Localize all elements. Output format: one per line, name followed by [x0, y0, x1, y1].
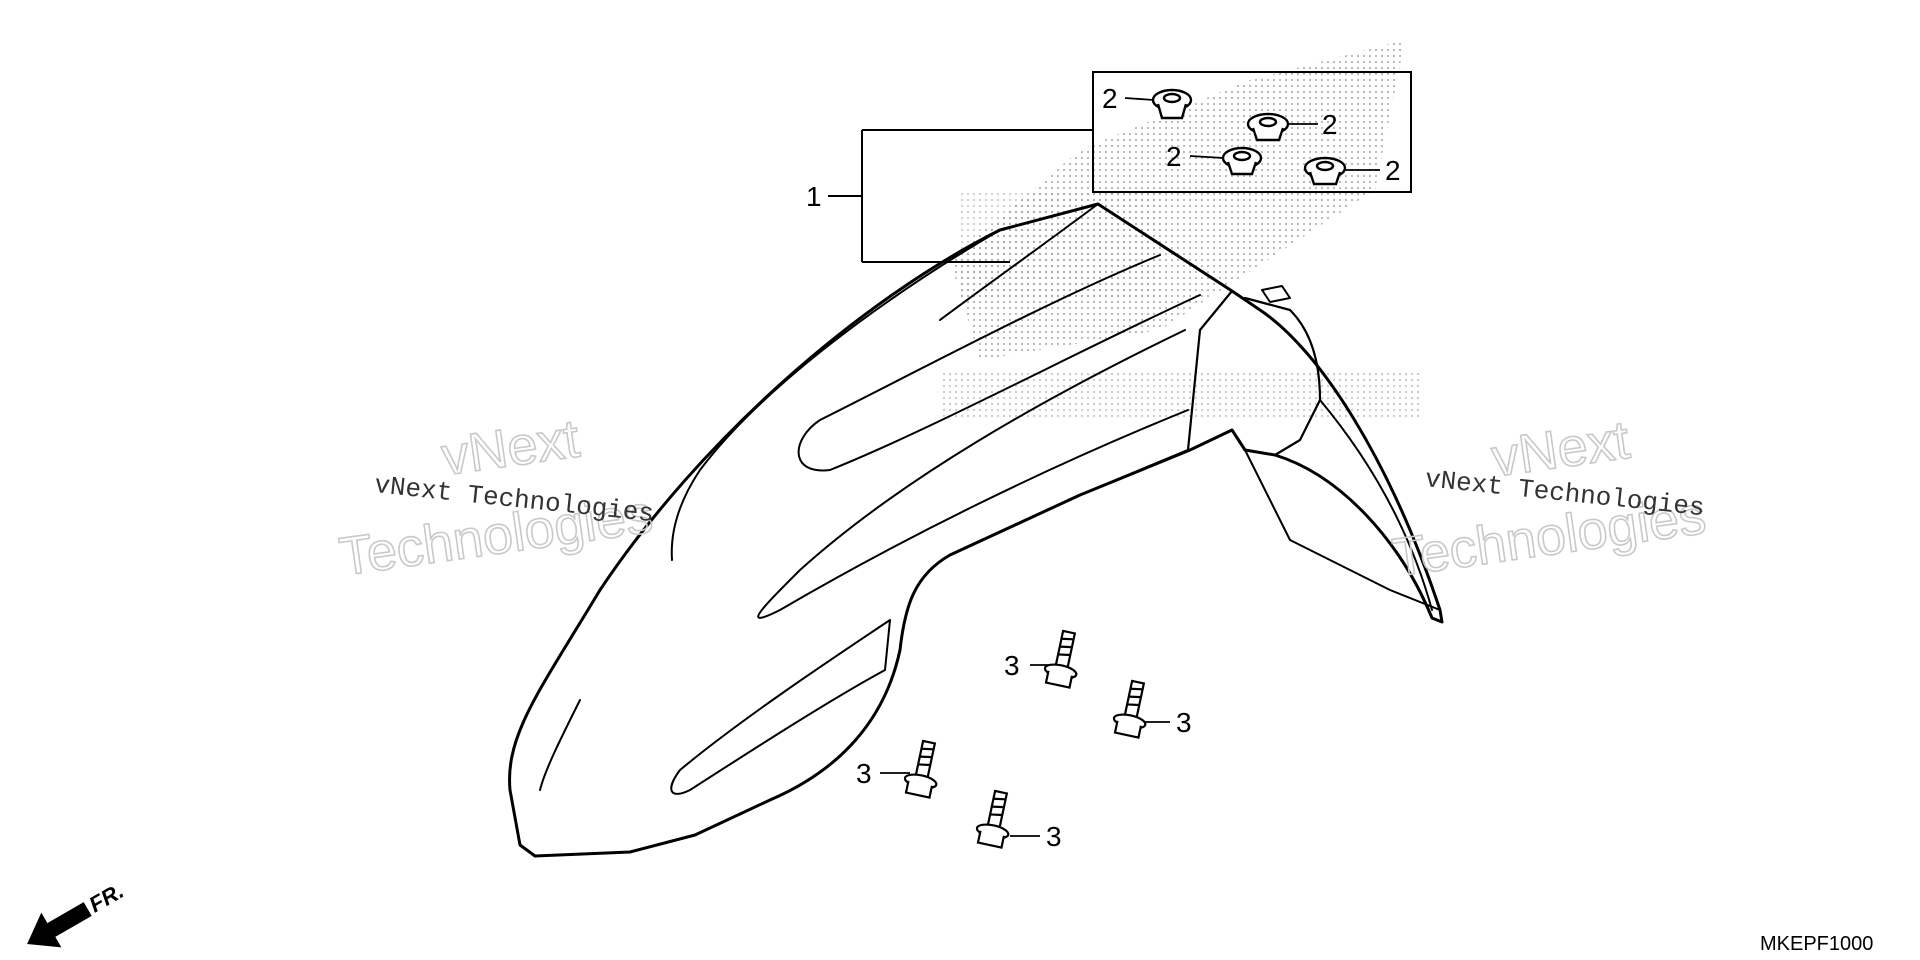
dotted-logo-watermark — [940, 40, 1420, 420]
bolt-2 — [1112, 679, 1147, 739]
grommet-1 — [1151, 88, 1193, 120]
fender-rear-inner — [1319, 399, 1433, 611]
kit-bracket — [828, 71, 1412, 263]
bolt-4 — [975, 789, 1010, 849]
grommet-group — [1151, 88, 1347, 186]
watermark-left-big-1: vNext — [438, 409, 583, 488]
callout-2-a: 2 — [1102, 83, 1118, 114]
direction-label: FR. — [85, 878, 128, 917]
fender-decal-lower — [670, 619, 891, 795]
bolt-3 — [903, 739, 938, 799]
callout-2-b: 2 — [1322, 109, 1338, 140]
fender-tip-line — [539, 699, 581, 791]
callout-3-c: 3 — [856, 758, 872, 789]
callout-2-d: 2 — [1385, 155, 1401, 186]
bolt-1 — [1043, 629, 1078, 689]
grommet-4 — [1303, 156, 1347, 186]
fender-rear-flap — [1244, 449, 1441, 611]
grommet-kit-box — [1092, 71, 1412, 193]
callout-3-d: 3 — [1046, 821, 1062, 852]
fender-decal-upper — [797, 254, 1201, 472]
fender-left-edge — [670, 229, 1001, 561]
callout-1: 1 — [806, 181, 822, 212]
callout-labels: 1 2 2 2 2 3 3 3 3 — [806, 83, 1401, 852]
fender-outline — [508, 202, 1444, 858]
callout-3-a: 3 — [1004, 650, 1020, 681]
grommet-2 — [1246, 112, 1290, 142]
fender-ridge — [1078, 289, 1234, 497]
callout-2-c: 2 — [1166, 141, 1182, 172]
bolt-group — [903, 629, 1147, 849]
callout-3-b: 3 — [1176, 707, 1192, 738]
fender-mount-hole — [1261, 285, 1291, 303]
fender-decal-middle — [757, 329, 1189, 619]
front-direction-arrow: FR. — [27, 878, 128, 948]
front-fender — [508, 202, 1444, 858]
drawing-code: MKEPF1000 — [1760, 933, 1873, 955]
fender-face-line — [939, 203, 1099, 321]
direction-arrow-icon — [27, 902, 92, 948]
